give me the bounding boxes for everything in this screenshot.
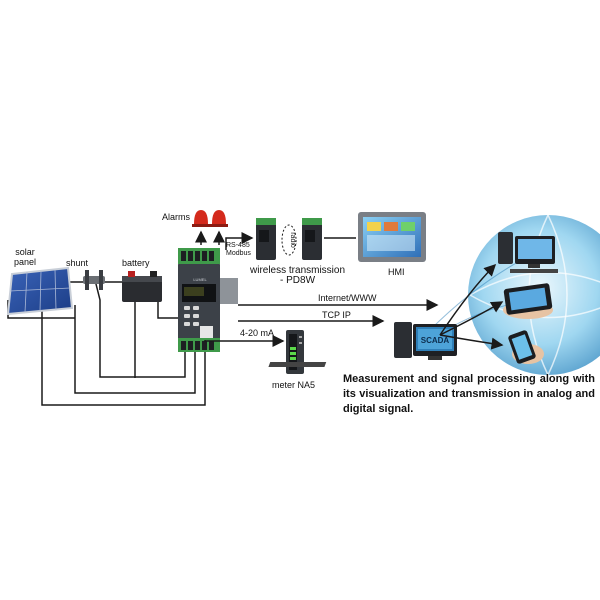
alarms-label: Alarms <box>162 212 191 222</box>
radio-link <box>281 224 297 256</box>
shunt-icon <box>83 270 105 290</box>
alarm-arrows <box>195 230 225 245</box>
tcpip-label: TCP IP <box>322 310 351 320</box>
desktop-computer-icon <box>498 232 558 273</box>
current-loop-line <box>204 335 285 347</box>
rs485-connection <box>225 232 254 250</box>
meter-na5-icon <box>286 330 304 374</box>
smartphone-icon <box>508 330 544 364</box>
alarm-lamp-icon <box>192 210 228 227</box>
meter-label: meter NA5 <box>272 380 316 390</box>
hmi-panel-icon <box>358 212 426 262</box>
hmi-label: HMI <box>388 267 405 277</box>
solar-panel-label: solar panel <box>14 247 37 267</box>
rs485-label: RS-485 Modbus <box>226 242 251 257</box>
shunt-label: shunt <box>66 258 89 268</box>
device-brand-text: LUMEL <box>193 277 207 282</box>
description-text: Measurement and signal processing along … <box>343 373 595 415</box>
distribution-arrows <box>439 263 504 350</box>
transducer-device <box>178 248 238 352</box>
battery-label: battery <box>122 258 150 268</box>
scada-label: SCADA <box>421 336 450 345</box>
scada-computer-icon <box>268 322 457 367</box>
current-loop-label: 4-20 mA <box>240 328 275 338</box>
tablet-icon <box>503 283 553 319</box>
radio-label: radio <box>289 232 296 248</box>
solar-panel-icon <box>6 266 74 316</box>
wireless-module-icon <box>256 218 322 260</box>
wireless-transmission-label: wireless transmission - PD8W <box>250 265 346 286</box>
internet-label: Internet/WWW <box>318 293 377 303</box>
battery-icon <box>122 271 162 302</box>
